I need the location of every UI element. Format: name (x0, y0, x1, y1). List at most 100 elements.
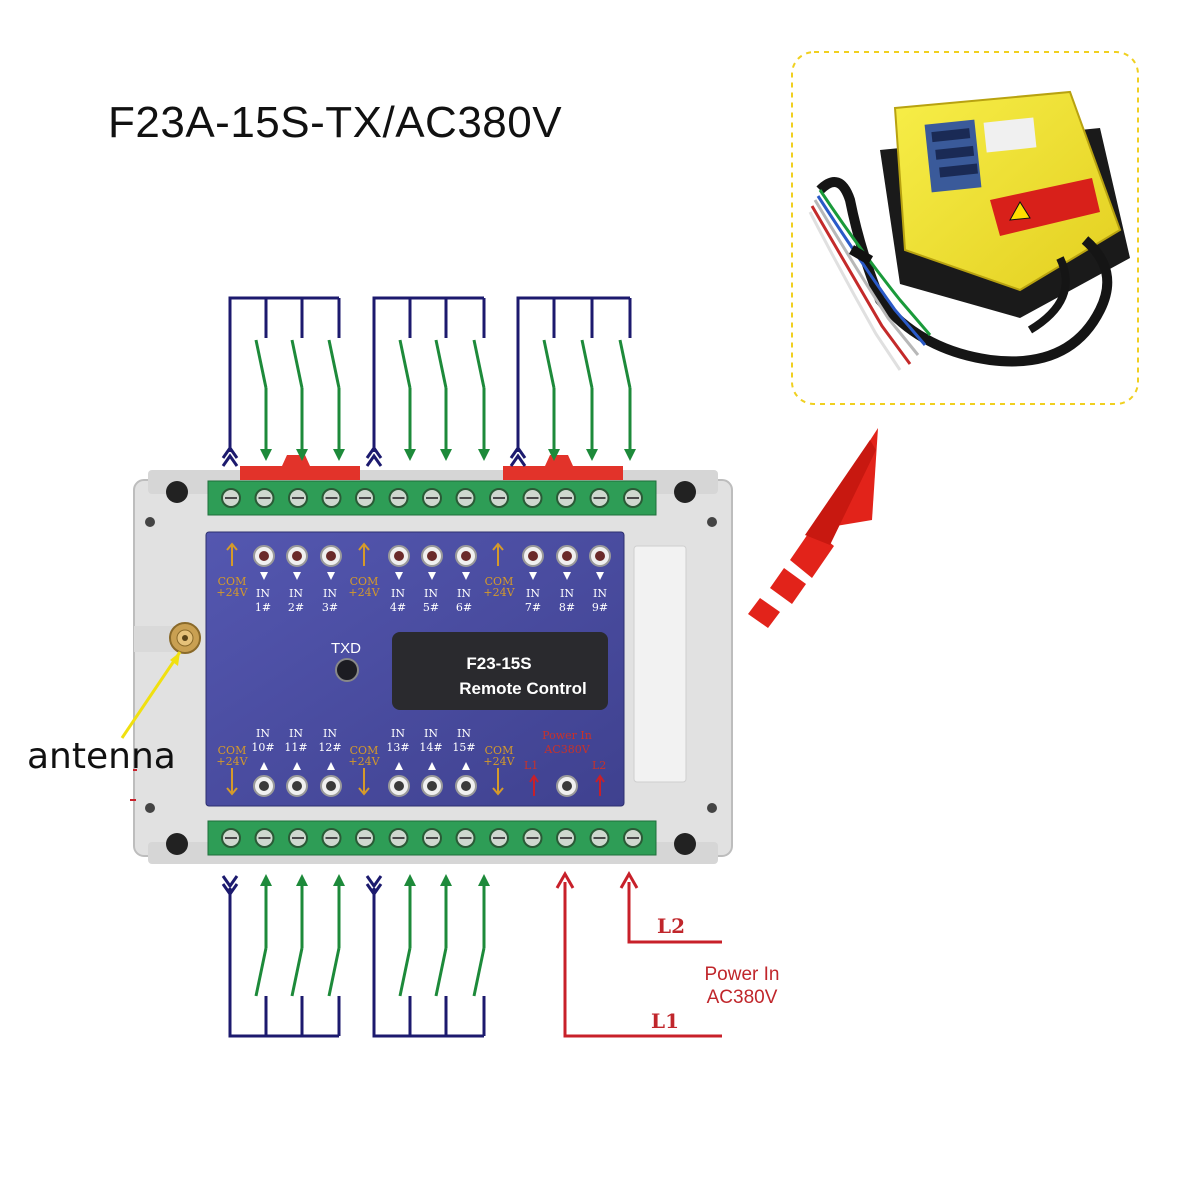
bottom-common-wire (228, 888, 339, 1038)
bottom-led-core (427, 781, 437, 791)
volt-label-top-2: +24V (348, 586, 380, 599)
in-label-6: IN (457, 587, 471, 600)
bottom-led-core (326, 781, 336, 791)
txd-label: TXD (331, 640, 361, 657)
panel-voltage-label: AC380V (544, 743, 590, 756)
top-switch-contact (434, 339, 448, 389)
top-common-chevron (221, 445, 239, 467)
com-down-arrow (358, 768, 370, 796)
model-subtitle: Remote Control (459, 679, 587, 698)
model-name: F23-15S (466, 654, 532, 673)
input-number-15: 15# (452, 741, 476, 754)
in-arrow (563, 572, 571, 580)
in-arrow (327, 762, 335, 770)
top-common-chevron (365, 445, 383, 467)
com-up-arrow (358, 542, 370, 566)
bottom-led-core (394, 781, 404, 791)
top-switch-contact (472, 339, 486, 389)
l1-wire-label: L1 (651, 1009, 679, 1033)
input-number-6: 6# (455, 601, 473, 614)
red-pointer-arrow (748, 428, 878, 628)
top-led-core (595, 551, 605, 561)
bottom-switch-contact (434, 947, 448, 997)
volt-label-top-3: +24V (483, 586, 515, 599)
panel-power-label: Power In (542, 729, 592, 742)
in-arrow (428, 572, 436, 580)
input-number-7: 7# (524, 601, 542, 614)
com-up-arrow (492, 542, 504, 566)
top-switch-contact (580, 339, 594, 389)
in-arrow (260, 762, 268, 770)
in-arrow (327, 572, 335, 580)
top-common-wire (516, 296, 630, 452)
txd-led (335, 658, 359, 682)
input-number-11: 11# (284, 741, 308, 754)
antenna-label: antenna (27, 736, 176, 777)
in-arrow (260, 572, 268, 580)
com-label-bottom-2: COM (349, 744, 379, 757)
in-label-7: IN (526, 587, 540, 600)
top-switch-contact (290, 339, 304, 389)
top-common-wire (372, 296, 484, 452)
in-label-11: IN (289, 727, 303, 740)
input-number-8: 8# (558, 601, 576, 614)
top-common-wire (228, 296, 339, 452)
top-switch-contact (542, 339, 556, 389)
top-led-core (528, 551, 538, 561)
page-title: F23A-15S-TX/AC380V (108, 98, 563, 147)
top-switch-contact (398, 339, 412, 389)
mount-screws (145, 481, 717, 855)
in-label-15: IN (457, 727, 471, 740)
in-label-4: IN (391, 587, 405, 600)
com-arrows (226, 542, 504, 796)
com-label-top-3: COM (484, 575, 514, 588)
in-label-10: IN (256, 727, 270, 740)
in-arrow (293, 572, 301, 580)
input-number-1: 1# (254, 601, 272, 614)
in-label-2: IN (289, 587, 303, 600)
power-wiring (555, 870, 722, 1038)
panel-l2-label: L2 (592, 759, 607, 772)
top-switch-contact (618, 339, 632, 389)
volt-label-top-1: +24V (216, 586, 248, 599)
l2-wire-label: L2 (657, 914, 685, 938)
antenna-pointer-arrow (120, 651, 182, 739)
in-label-13: IN (391, 727, 405, 740)
in-arrow (462, 572, 470, 580)
status-leds (253, 545, 611, 797)
com-up-arrow (226, 542, 238, 566)
receiver-unit-photo (808, 90, 1130, 371)
bottom-led-core (292, 781, 302, 791)
bottom-switch-contact (327, 947, 341, 997)
com-down-arrow (226, 768, 238, 796)
bottom-switch-contact (398, 947, 412, 997)
volt-label-bottom-2: +24V (348, 755, 380, 768)
top-led-core (562, 551, 572, 561)
panel-l1-label: L1 (524, 759, 539, 772)
bottom-switch-contact (472, 947, 486, 997)
bottom-led-core (562, 781, 572, 791)
com-label-bottom-3: COM (484, 744, 514, 757)
input-number-12: 12# (318, 741, 342, 754)
top-terminal-block (207, 480, 657, 516)
top-led-core (427, 551, 437, 561)
receiver-photo-frame (791, 51, 1139, 405)
input-number-2: 2# (287, 601, 305, 614)
top-led-core (292, 551, 302, 561)
bottom-terminal-block (207, 820, 657, 856)
input-number-14: 14# (419, 741, 443, 754)
com-label-bottom-1: COM (217, 744, 247, 757)
top-led-core (461, 551, 471, 561)
input-number-13: 13# (386, 741, 410, 754)
antenna-connector (134, 622, 201, 654)
input-number-5: 5# (422, 601, 440, 614)
power-arrow (595, 774, 605, 796)
volt-label-bottom-3: +24V (483, 755, 515, 768)
in-label-3: IN (323, 587, 337, 600)
in-label-12: IN (323, 727, 337, 740)
top-led-core (326, 551, 336, 561)
in-label-14: IN (424, 727, 438, 740)
com-label-top-2: COM (349, 575, 379, 588)
